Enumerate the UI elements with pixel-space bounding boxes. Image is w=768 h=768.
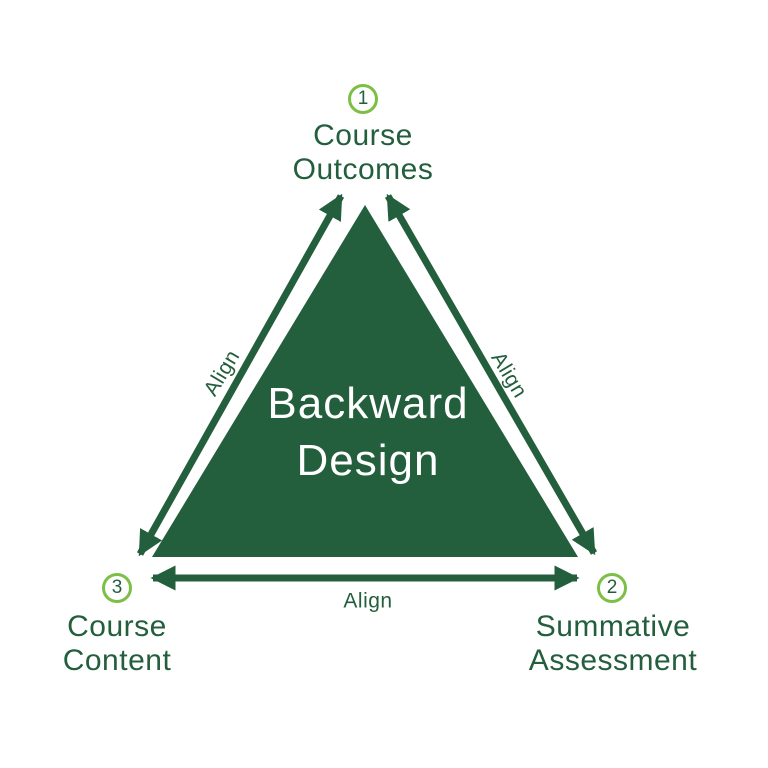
vertex-label-summative-assessment: Summative Assessment	[528, 610, 698, 677]
align-label-bottom: Align	[343, 589, 393, 613]
vertex-number-badge-2: 2	[597, 573, 627, 603]
vertex-label-course-outcomes: Course Outcomes	[292, 119, 434, 186]
align-arrow-right	[384, 193, 598, 556]
vertex-label-course-content: Course Content	[62, 610, 172, 677]
vertex-number-badge-1: 1	[348, 84, 378, 114]
vertex-number-badge-3: 3	[102, 573, 132, 603]
align-arrow-left	[136, 193, 345, 557]
triangle-center-title: Backward Design	[267, 379, 469, 485]
